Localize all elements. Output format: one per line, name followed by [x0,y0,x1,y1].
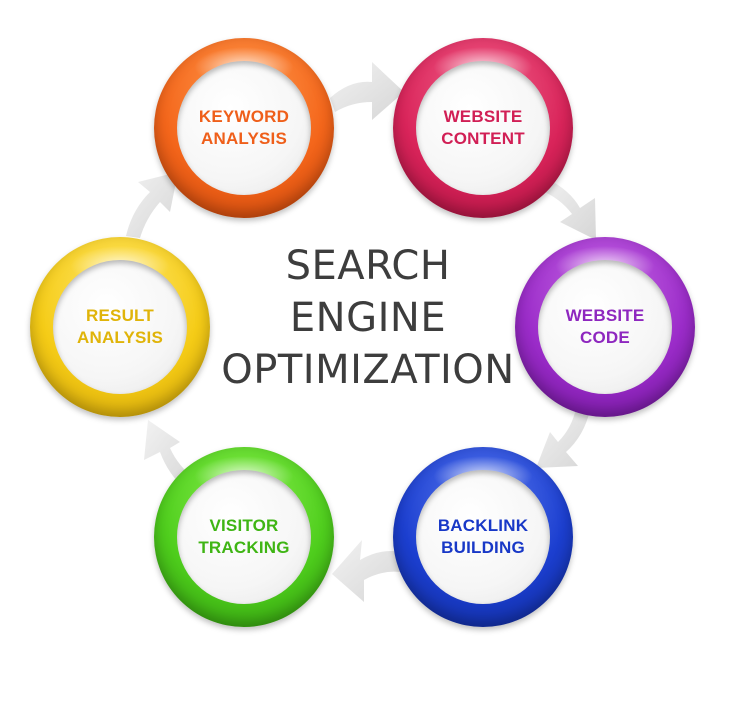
title-line-3: OPTIMIZATION [221,347,515,393]
node-label-line-1: RESULT [86,306,154,325]
diagram-title: SEARCH ENGINE OPTIMIZATION [168,240,568,396]
node-inner: VISITOR TRACKING [177,470,311,604]
node-label-line-1: WEBSITE [443,107,523,126]
node-backlink-building: BACKLINK BUILDING [393,447,573,627]
node-label-line-2: CONTENT [441,129,525,148]
node-website-code: WEBSITE CODE [515,237,695,417]
node-result-analysis: RESULT ANALYSIS [30,237,210,417]
node-label-line-2: ANALYSIS [201,129,287,148]
arrow-content-to-code [540,178,596,240]
node-label-line-1: KEYWORD [198,107,290,126]
node-label-line-1: BACKLINK [437,516,529,535]
arrow-result-to-keyword [126,172,178,238]
arrow-code-to-backlink [536,408,590,468]
node-inner: BACKLINK BUILDING [416,470,550,604]
node-inner: WEBSITE CODE [538,260,672,394]
title-line-1: SEARCH [285,243,451,289]
node-label-line-2: TRACKING [198,538,290,557]
node-visitor-tracking: VISITOR TRACKING [154,447,334,627]
node-label-line-2: CODE [580,328,630,347]
node-label-line-1: VISITOR [209,516,279,535]
node-inner: WEBSITE CONTENT [416,61,550,195]
node-label-line-2: BUILDING [441,538,525,557]
node-inner: RESULT ANALYSIS [53,260,187,394]
arrow-backlink-to-visitor [332,540,402,602]
node-label-line-2: ANALYSIS [77,328,163,347]
node-website-content: WEBSITE CONTENT [393,38,573,218]
title-line-2: ENGINE [289,295,447,341]
node-inner: KEYWORD ANALYSIS [177,61,311,195]
arrow-keyword-to-content [330,62,404,120]
node-keyword-analysis: KEYWORD ANALYSIS [154,38,334,218]
node-label-line-1: WEBSITE [565,306,645,325]
